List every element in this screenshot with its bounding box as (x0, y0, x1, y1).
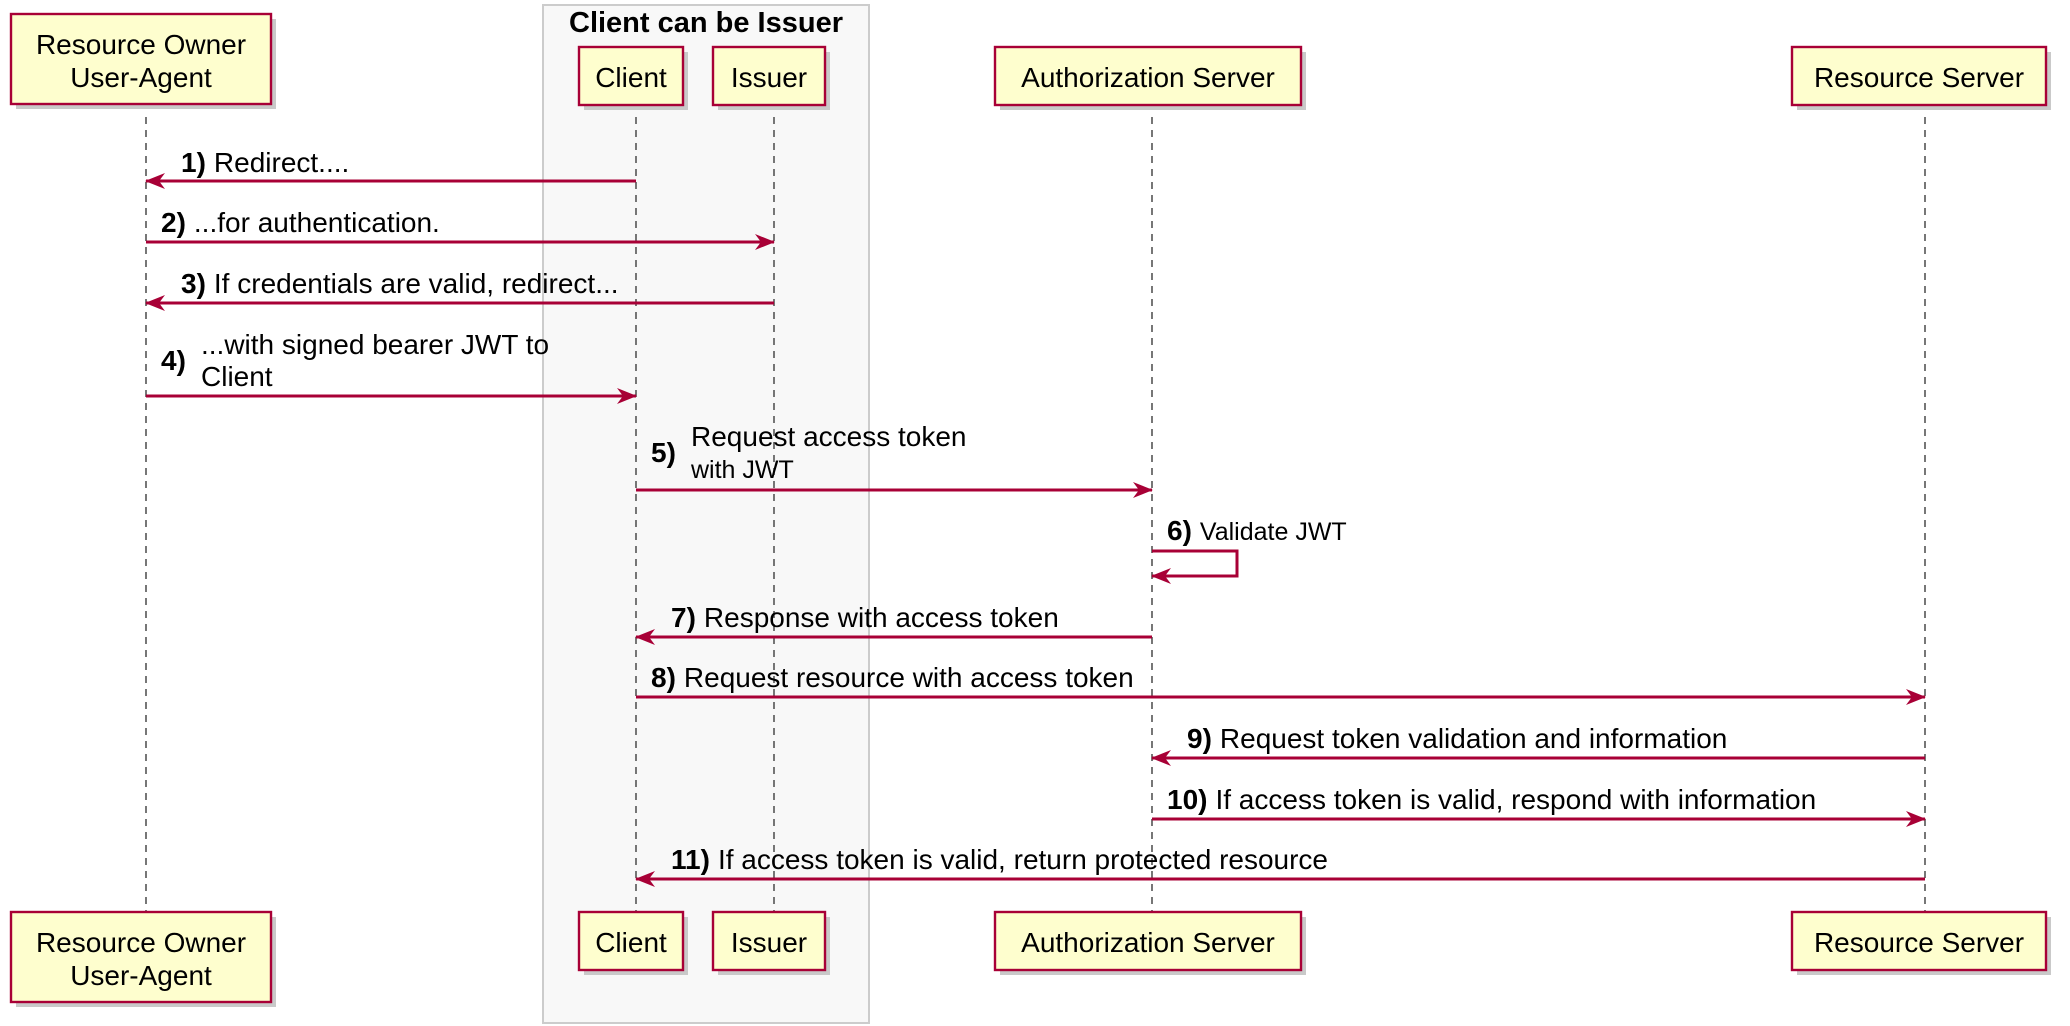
participant-label: Client (595, 62, 667, 93)
participant-issuer: Issuer (711, 45, 830, 110)
message-label: with JWT (690, 456, 794, 484)
participant-resource-server: Resource Server (1790, 45, 2051, 110)
message-8: 8)Request resource with access token (636, 662, 1926, 705)
message-label: 11)If access token is valid, return prot… (671, 844, 1328, 875)
group-frame (542, 4, 870, 1024)
participant-label: Resource Owner (36, 927, 246, 958)
message-label: 9)Request token validation and informati… (1187, 723, 1727, 754)
message-number: 4) (161, 345, 186, 376)
participant-client: Client (577, 45, 688, 110)
participant-client: Client (577, 910, 688, 975)
participants-top: Resource Owner User-Agent Client Issuer … (9, 12, 2051, 110)
participant-label: User-Agent (70, 62, 212, 93)
message-1: 1)Redirect.... (145, 147, 636, 189)
participant-resource-owner: Resource Owner User-Agent (9, 910, 276, 1007)
participant-label: Authorization Server (1021, 62, 1275, 93)
message-2: 2)...for authentication. (146, 207, 775, 250)
message-label: 2)...for authentication. (161, 207, 440, 238)
group-client-issuer: Client can be Issuer (542, 4, 870, 1024)
message-label: 1)Redirect.... (181, 147, 349, 178)
message-5: 5) Request access token with JWT (636, 421, 1153, 498)
message-label: 10)If access token is valid, respond wit… (1167, 784, 1816, 815)
message-3: 3)If credentials are valid, redirect... (145, 268, 774, 311)
participant-label: Issuer (731, 927, 807, 958)
message-4: 4) ...with signed bearer JWT to Client (146, 329, 637, 404)
participant-authorization-server: Authorization Server (993, 45, 1306, 110)
message-label: ...with signed bearer JWT to (201, 329, 549, 360)
participant-issuer: Issuer (711, 910, 830, 975)
participant-label: User-Agent (70, 960, 212, 991)
participant-label: Resource Owner (36, 29, 246, 60)
message-7: 7)Response with access token (635, 602, 1152, 645)
message-label: 8)Request resource with access token (651, 662, 1134, 693)
message-number: 5) (651, 437, 676, 468)
group-title: Client can be Issuer (569, 7, 843, 39)
message-arrow (1151, 549, 1239, 584)
participant-authorization-server: Authorization Server (993, 910, 1306, 975)
message-label: Request access token (691, 421, 967, 452)
participant-label: Resource Server (1814, 62, 2024, 93)
message-11: 11)If access token is valid, return prot… (635, 844, 1925, 887)
participant-resource-owner: Resource Owner User-Agent (9, 12, 276, 109)
messages: 1)Redirect.... 2)...for authentication. … (145, 147, 1926, 887)
message-10: 10)If access token is valid, respond wit… (1152, 784, 1926, 827)
message-9: 9)Request token validation and informati… (1151, 723, 1925, 766)
participant-label: Resource Server (1814, 927, 2024, 958)
participant-label: Authorization Server (1021, 927, 1275, 958)
participant-label: Issuer (731, 62, 807, 93)
participants-bottom: Resource Owner User-Agent Client Issuer … (9, 910, 2051, 1007)
participant-resource-server: Resource Server (1790, 910, 2051, 975)
message-label: 3)If credentials are valid, redirect... (181, 268, 619, 299)
message-6: 6)Validate JWT (1151, 515, 1347, 584)
participant-label: Client (595, 927, 667, 958)
message-label: Client (201, 361, 273, 392)
message-label: 7)Response with access token (671, 602, 1059, 633)
message-label: 6)Validate JWT (1167, 515, 1347, 546)
